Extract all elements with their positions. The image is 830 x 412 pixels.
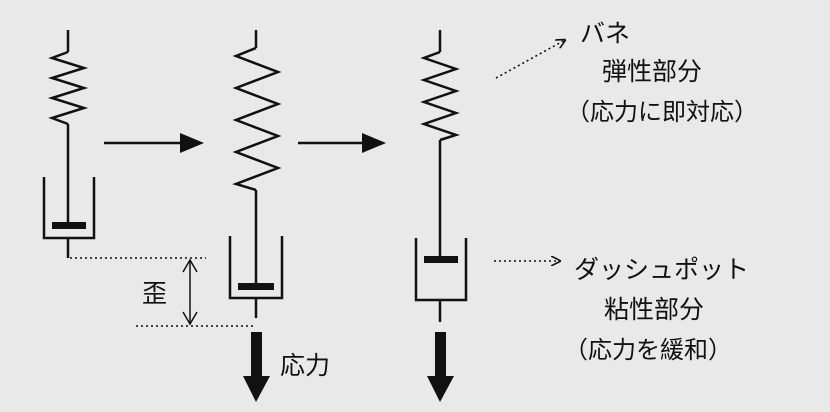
stage2-piston bbox=[238, 283, 274, 290]
spring-icon bbox=[420, 50, 461, 142]
down-arrow-icon bbox=[243, 332, 270, 402]
right-arrow-icon bbox=[298, 133, 386, 153]
stage2-model bbox=[228, 30, 284, 318]
stage1-piston bbox=[52, 222, 86, 229]
stage3-model bbox=[414, 30, 468, 322]
spring-title: バネ bbox=[580, 19, 630, 48]
spring-icon bbox=[47, 50, 89, 126]
strain-indicator bbox=[70, 257, 254, 327]
right-arrow-icon bbox=[104, 133, 204, 153]
dashpot-part-label: 粘性部分 bbox=[604, 295, 704, 324]
stage3-piston bbox=[424, 256, 458, 263]
spring-icon bbox=[232, 46, 282, 192]
spring-note: （応力に即対応） bbox=[566, 98, 758, 126]
down-arrow-icon bbox=[427, 332, 454, 402]
spring-part-label: 弾性部分 bbox=[602, 57, 702, 86]
stage1-model bbox=[42, 30, 96, 258]
stress-label: 応力 bbox=[280, 351, 330, 380]
double-headed-arrow-icon bbox=[182, 258, 198, 326]
dotted-pointer-arrow-icon bbox=[495, 40, 565, 79]
strain-label: 歪 bbox=[142, 279, 167, 308]
dashpot-title: ダッシュポット bbox=[574, 255, 749, 284]
dashpot-note: （応力を緩和） bbox=[564, 336, 732, 364]
